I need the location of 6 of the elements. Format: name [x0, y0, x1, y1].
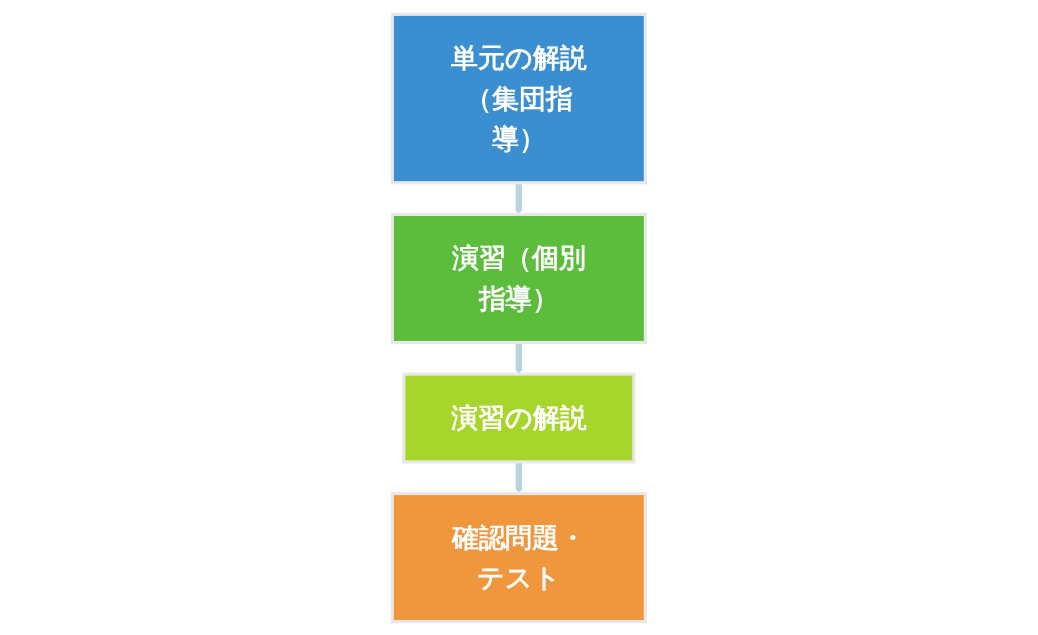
node-box: 演習（個別指導）: [390, 212, 648, 344]
arrow: [515, 181, 523, 215]
node-box: 単元の解説（集団指導）: [390, 12, 648, 184]
node-box: 確認問題・テスト: [390, 491, 648, 623]
arrow: [515, 341, 523, 374]
node-box: 演習の解説: [402, 372, 636, 463]
